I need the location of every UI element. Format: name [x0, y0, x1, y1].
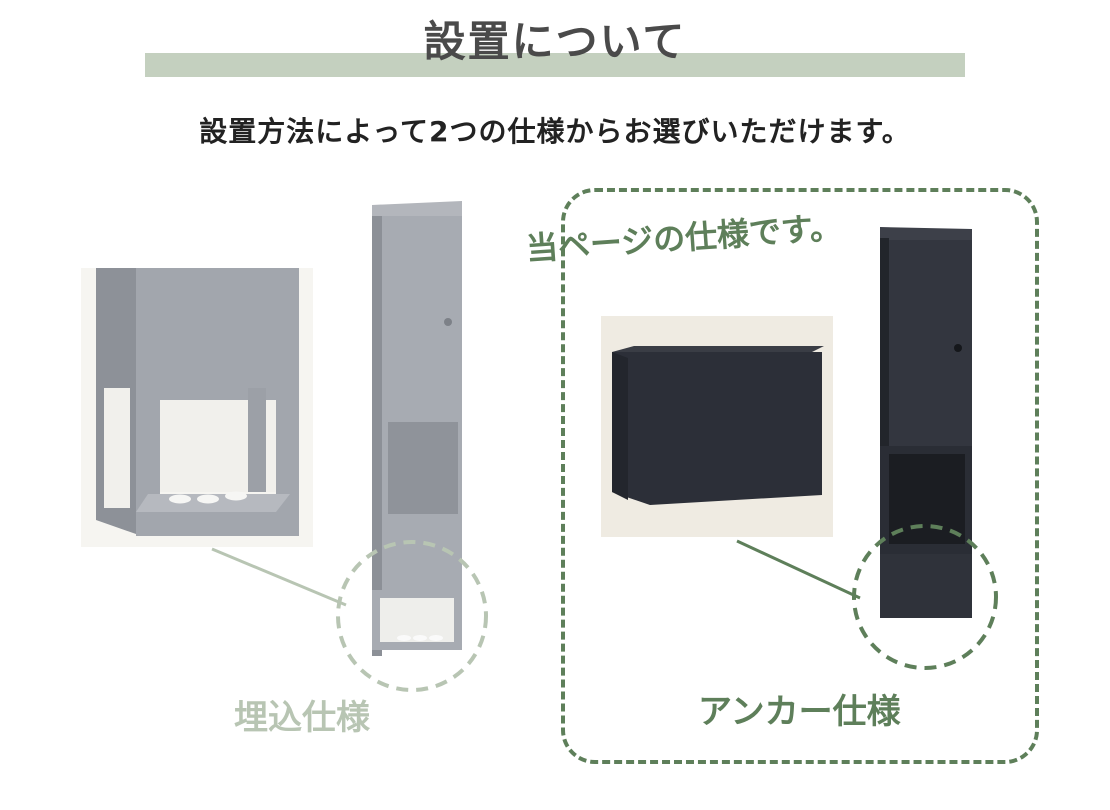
- page-title: 設置について: [423, 17, 687, 66]
- embedded-detail-front: [136, 268, 299, 388]
- anchor-highlight-circle: [852, 524, 998, 670]
- page-subtitle: 設置方法によって2つの仕様からお選びいただけます。: [199, 115, 911, 148]
- anchor-detail-box: [612, 352, 822, 505]
- anchor-spec-label: アンカー仕様: [698, 692, 901, 732]
- embedded-pillar: [372, 201, 462, 656]
- embedded-highlight-circle: [336, 540, 488, 692]
- embedded-spec-label: 埋込仕様: [234, 698, 370, 738]
- current-spec-dashed-frame: [561, 188, 1039, 764]
- title-underline-bar: [145, 53, 965, 77]
